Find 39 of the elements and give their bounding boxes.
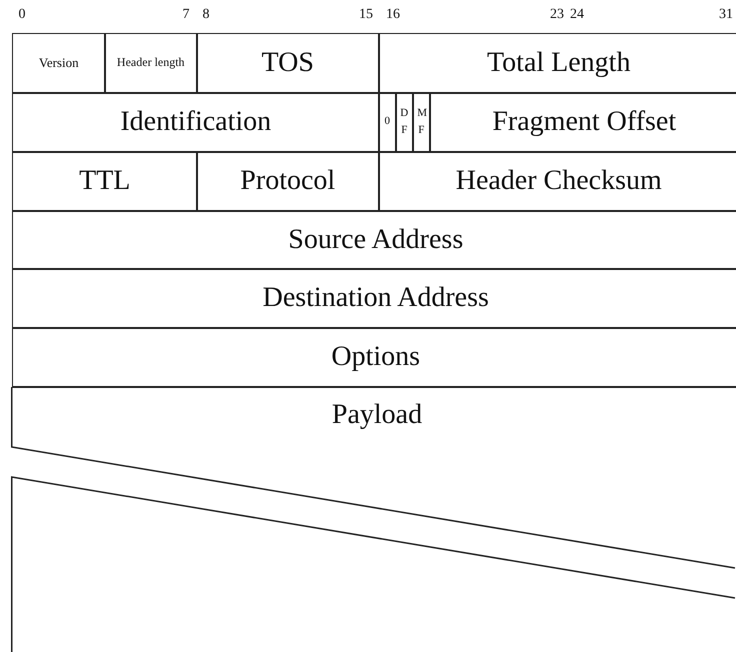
field-label: Protocol [240,165,336,198]
bit-number: 7 [182,7,190,23]
field-label: Source Address [288,224,464,256]
field-label: TTL [79,165,130,198]
field-cell [12,151,198,212]
bit-number: 8 [202,7,210,23]
field-label: Header Checksum [456,165,662,198]
field-cell [378,33,736,94]
field-label: Payload [332,399,422,432]
bit-number: 31 [719,7,733,23]
field-cell [196,151,380,212]
field-cell [104,33,198,94]
field-cell [12,33,106,94]
field-cell [378,92,396,152]
flag-label: 0 [384,114,390,130]
field-cell [429,92,736,152]
field-label: Options [331,341,420,374]
bit-number: 15 [359,7,373,23]
field-cell [412,92,430,152]
field-cell [12,92,380,152]
bit-number: 0 [18,7,26,23]
field-cell [378,151,736,212]
field-cell [12,268,736,328]
field-cell [395,92,414,152]
bit-number: 16 [386,7,400,23]
field-label: Fragment Offset [492,106,676,138]
field-cell [196,33,380,94]
field-cell [12,210,736,270]
flag-label: M F [417,106,426,138]
field-label: Total Length [487,47,630,80]
field-label: TOS [262,47,314,80]
bit-number: 24 [570,7,584,23]
field-label: Header length [116,56,185,70]
bit-number: 23 [550,7,564,23]
flag-label: D F [400,106,408,138]
field-cell [12,327,736,388]
field-label: Destination Address [262,282,489,314]
field-label: Version [38,56,79,71]
field-label: Identification [120,106,272,138]
